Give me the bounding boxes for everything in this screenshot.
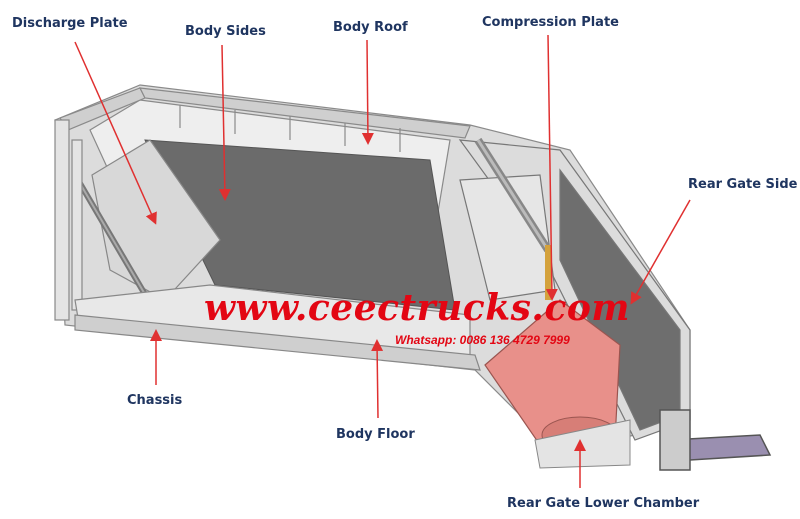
rear-hitch bbox=[659, 409, 772, 471]
arrow-body-floor bbox=[371, 339, 384, 419]
label-compression-plate: Compression Plate bbox=[482, 15, 619, 30]
label-body-roof: Body Roof bbox=[333, 20, 408, 35]
watermark-whatsapp: Whatsapp: 0086 136 4729 7999 bbox=[395, 333, 570, 347]
label-rear-gate-lower-chamber: Rear Gate Lower Chamber bbox=[507, 496, 700, 511]
label-body-sides: Body Sides bbox=[185, 24, 266, 39]
front-posts bbox=[54, 119, 83, 321]
label-discharge-plate: Discharge Plate bbox=[12, 16, 128, 31]
pointer-arrows bbox=[74, 34, 691, 488]
label-chassis: Chassis bbox=[127, 393, 183, 408]
arrow-discharge-plate bbox=[74, 41, 157, 225]
label-rear-gate-side: Rear Gate Side bbox=[688, 177, 798, 192]
label-body-floor: Body Floor bbox=[336, 427, 415, 442]
arrow-compression-plate bbox=[545, 34, 558, 301]
arrow-body-roof bbox=[361, 39, 374, 145]
arrow-body-sides bbox=[218, 44, 231, 201]
watermark-url: www.ceectrucks.com bbox=[204, 287, 630, 329]
arrow-rear-gate-side bbox=[630, 199, 691, 305]
compression-cylinder bbox=[474, 137, 552, 300]
rear-gate bbox=[458, 139, 691, 441]
body-floor bbox=[74, 284, 481, 371]
